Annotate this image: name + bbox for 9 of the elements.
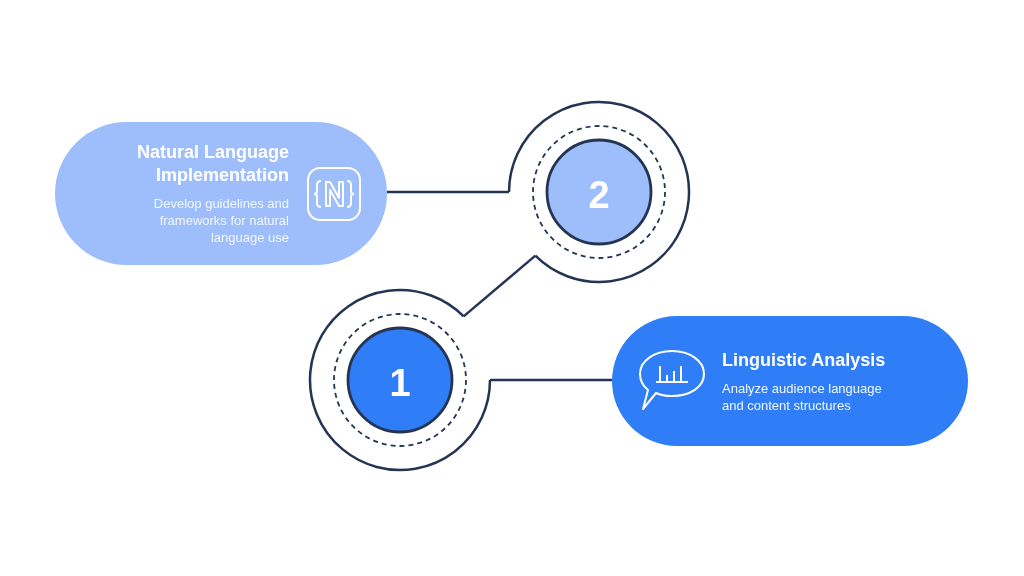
card-title: Natural Language Implementation — [135, 141, 289, 187]
connector-line — [490, 378, 612, 382]
card-title: Linguistic Analysis — [722, 348, 887, 372]
step-number: 2 — [588, 172, 610, 217]
card-description: Analyze audience language and content structures — [722, 379, 883, 414]
connector-line — [387, 190, 509, 194]
card-description: Develop guidelines and frameworks for natural language use — [152, 195, 289, 246]
connector-line — [462, 254, 537, 318]
step-number: 1 — [389, 360, 411, 405]
